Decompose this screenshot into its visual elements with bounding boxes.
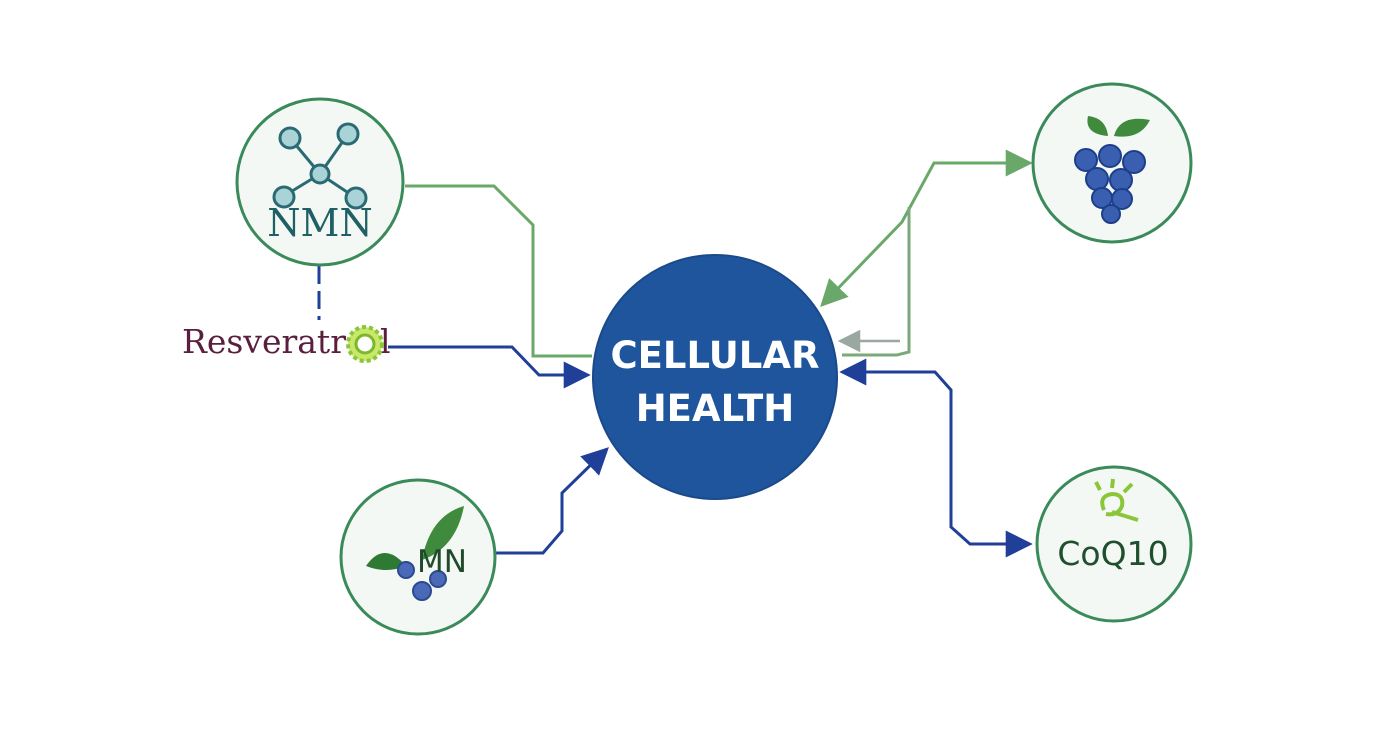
center-node: CELLULAR HEALTH (592, 254, 838, 500)
connector-nmn-to-center (405, 184, 592, 358)
leaf-berries-icon (366, 506, 464, 601)
resveratrol-node: Resveratr l (182, 322, 391, 363)
grapes-node (1031, 82, 1193, 244)
molecule-icon (272, 122, 368, 210)
sprout-icon (1094, 478, 1139, 522)
resveratrol-label-main: Resveratr (182, 322, 346, 361)
coq10-node: CoQ10 (1035, 465, 1193, 623)
mn-label: MN (417, 544, 467, 580)
coq10-label: CoQ10 (1057, 534, 1168, 573)
center-title-line1: CELLULAR (610, 334, 819, 377)
nmn-label: NMN (267, 201, 372, 245)
center-title-line2: HEALTH (636, 387, 795, 430)
mn-node: MN (339, 478, 497, 636)
sun-o-icon (346, 325, 384, 363)
connector-grapes-return (842, 207, 911, 357)
grapes-icon (1074, 116, 1150, 224)
nmn-node: NMN (235, 97, 405, 267)
connector-resveratrol-to-center (388, 345, 591, 389)
connector-mn-to-center (495, 447, 609, 555)
resveratrol-label: Resveratr l (182, 322, 391, 361)
connector-center-to-grapes (820, 149, 1033, 307)
resveratrol-label-tail: l (380, 322, 391, 361)
connector-center-to-coq10 (839, 358, 1033, 558)
